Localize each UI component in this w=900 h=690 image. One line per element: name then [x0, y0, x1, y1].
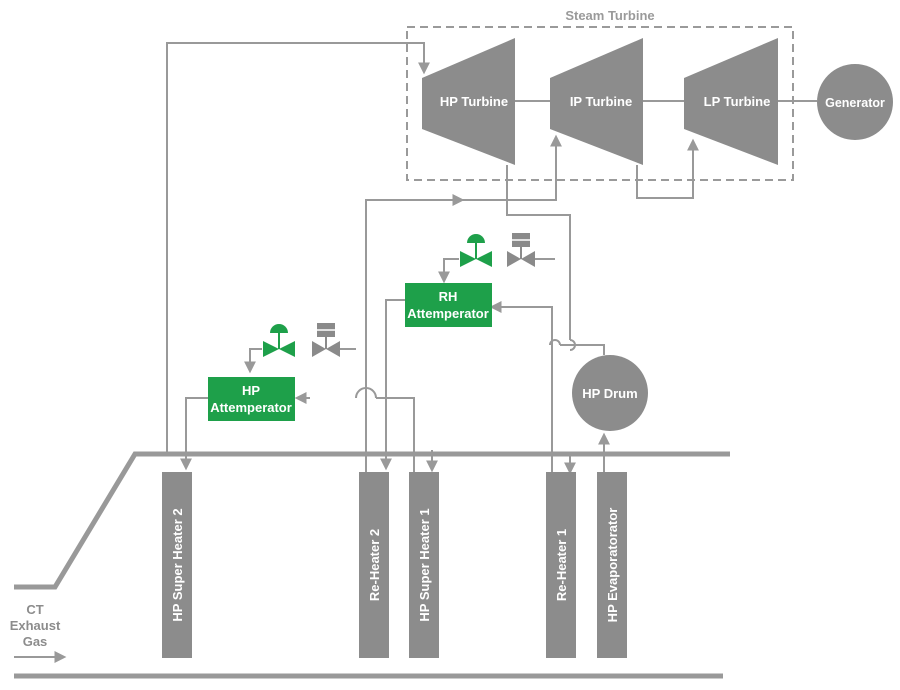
- hp-attemperator-label-2: Attemperator: [210, 400, 292, 415]
- hp-attemperator: HP Attemperator: [208, 377, 295, 421]
- hp-super-heater-2: HP Super Heater 2: [162, 472, 192, 658]
- re-heater-2-label: Re-Heater 2: [367, 529, 382, 601]
- hp-drum-label: HP Drum: [582, 386, 637, 401]
- hp-super-heater-2-label: HP Super Heater 2: [170, 508, 185, 621]
- hp-turbine: HP Turbine: [422, 38, 515, 165]
- exhaust-label-2: Exhaust: [10, 618, 61, 633]
- hp-isolation-valve-icon[interactable]: [312, 323, 340, 357]
- hp-super-heater-1-label: HP Super Heater 1: [417, 508, 432, 621]
- crossover-line: [636, 138, 699, 199]
- lp-turbine-label: LP Turbine: [704, 94, 771, 109]
- rh-attemperator-label-2: Attemperator: [407, 306, 489, 321]
- exhaust-label-1: CT: [26, 602, 43, 617]
- hp-evaporator: HP Evaporatorator: [597, 472, 627, 658]
- rh-control-valve-icon[interactable]: [460, 234, 492, 267]
- hp-attemperator-label-1: HP: [242, 383, 260, 398]
- rh-isolation-valve-icon[interactable]: [507, 233, 535, 267]
- re-heater-1: Re-Heater 1: [546, 472, 576, 658]
- ip-turbine: IP Turbine: [550, 38, 643, 165]
- ip-turbine-label: IP Turbine: [570, 94, 632, 109]
- piping: [166, 42, 699, 475]
- drum-to-sh1: [560, 344, 605, 355]
- re-heater-1-label: Re-Heater 1: [554, 529, 569, 601]
- generator-label: Generator: [825, 96, 885, 110]
- steam-turbine-title: Steam Turbine: [565, 8, 654, 23]
- main-steam-line: [166, 42, 430, 452]
- exhaust-label-3: Gas: [23, 634, 48, 649]
- hp-control-valve-icon[interactable]: [263, 324, 295, 357]
- rh-attemperator: RH Attemperator: [405, 283, 492, 327]
- ct-exhaust-gas: CT Exhaust Gas: [10, 602, 67, 663]
- rh-attemperator-label-1: RH: [439, 289, 458, 304]
- hp-turbine-label: HP Turbine: [440, 94, 508, 109]
- re-heater-2: Re-Heater 2: [359, 472, 389, 658]
- steam-turbine-enclosure: [406, 26, 794, 181]
- hp-evaporator-label: HP Evaporatorator: [605, 508, 620, 623]
- hp-super-heater-1: HP Super Heater 1: [409, 472, 439, 658]
- cold-reheat-line: [506, 165, 571, 340]
- lp-turbine: LP Turbine: [684, 38, 778, 165]
- rh1-outlet: [489, 301, 553, 472]
- generator: Generator: [817, 64, 893, 140]
- hp-sh1-outlet: [376, 397, 415, 472]
- hp-drum: HP Drum: [572, 355, 648, 431]
- hp-attemperator-outlet: [180, 397, 208, 471]
- rh-attemperator-outlet: [380, 299, 405, 471]
